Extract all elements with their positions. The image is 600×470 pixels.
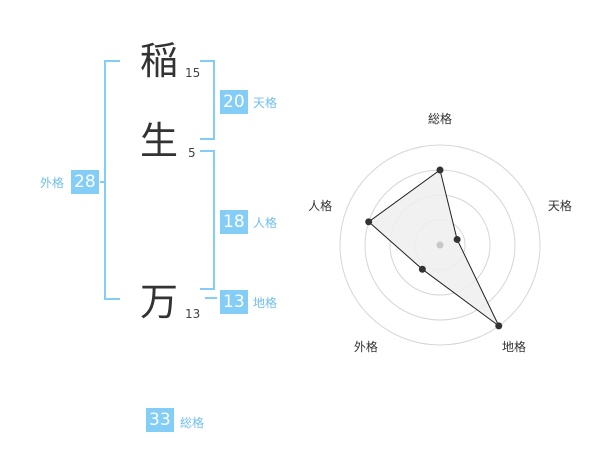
person-label: 人格 xyxy=(253,216,278,230)
radar-axis-label-1: 総格 xyxy=(428,111,452,126)
stroke-count-3: 13 xyxy=(185,307,201,321)
total-label: 総格 xyxy=(180,416,205,430)
heaven-bracket xyxy=(200,60,215,140)
name-char-2: 生 xyxy=(140,119,179,163)
outer-label: 外格 xyxy=(40,176,65,190)
outer-bracket-tick xyxy=(100,181,106,183)
person-bracket xyxy=(200,150,215,290)
heaven-label: 天格 xyxy=(253,96,278,110)
outer-value-badge: 28 xyxy=(71,170,99,194)
name-char-3: 万 xyxy=(140,280,179,324)
radar-axis-label-3: 地格 xyxy=(502,339,526,354)
earth-value-badge: 13 xyxy=(220,290,248,314)
radar-axis-label-5: 人格 xyxy=(308,198,332,213)
radar-points xyxy=(365,166,503,330)
radar-axis-label-2: 天格 xyxy=(548,198,572,213)
stroke-count-1: 15 xyxy=(185,66,201,80)
person-value-badge: 18 xyxy=(220,210,248,234)
radar-point-5 xyxy=(365,218,373,226)
radar-axis-label-4: 外格 xyxy=(354,339,378,354)
total-value-badge: 33 xyxy=(146,408,174,432)
radar-center-dot xyxy=(436,241,444,249)
earth-label: 地格 xyxy=(253,296,278,310)
radar-point-3 xyxy=(495,322,503,330)
radar-ring-4 xyxy=(339,144,541,346)
outer-bracket xyxy=(104,60,120,300)
radar-area xyxy=(367,169,500,327)
radar-point-1 xyxy=(436,166,444,174)
name-char-1: 稲 xyxy=(140,39,179,83)
radar-point-2 xyxy=(453,235,461,243)
stroke-count-2: 5 xyxy=(188,146,196,160)
radar-point-4 xyxy=(418,265,426,273)
earth-connector xyxy=(205,297,217,299)
heaven-value-badge: 20 xyxy=(220,90,248,114)
